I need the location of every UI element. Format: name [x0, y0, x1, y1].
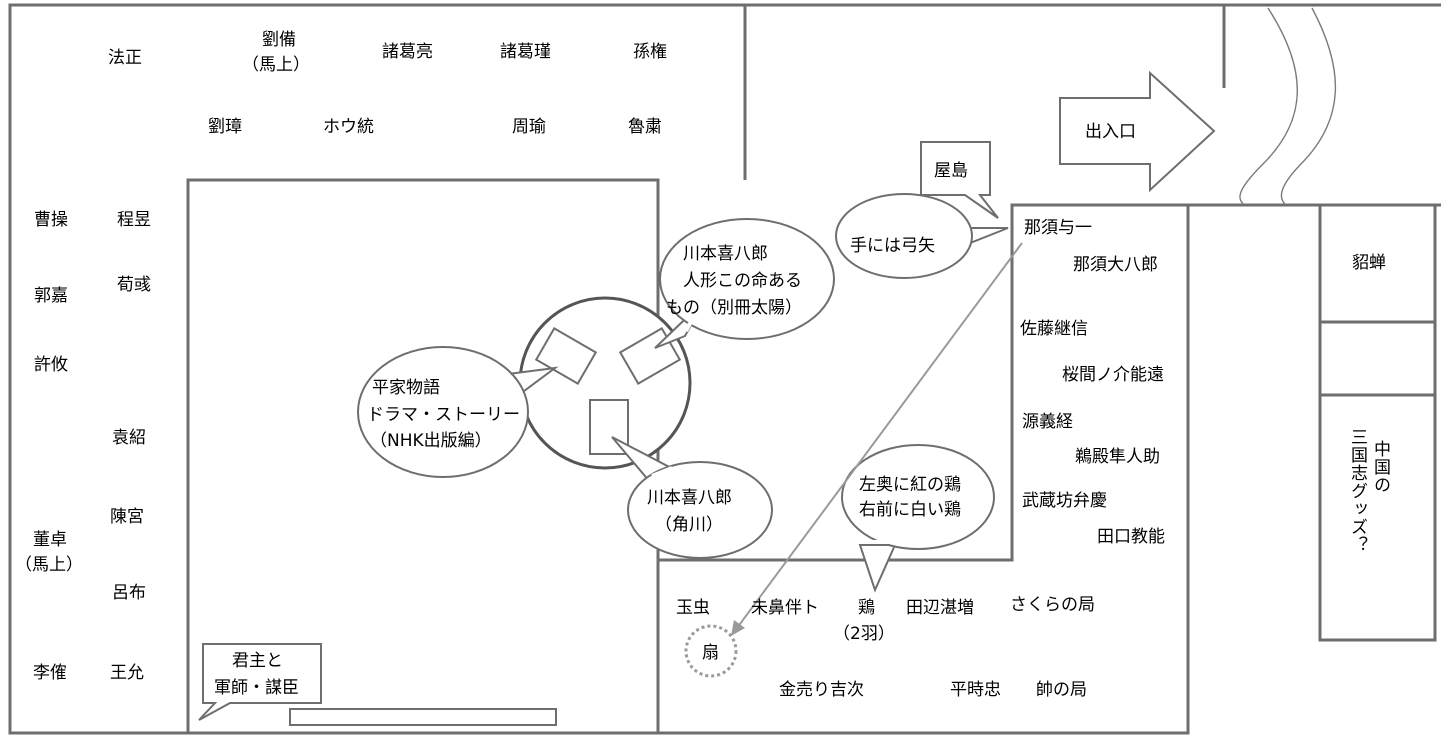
figure-kakuka: 郭嘉 — [34, 286, 68, 306]
figure-tottaku: 董卓 — [33, 530, 67, 550]
book-heike — [534, 327, 598, 385]
goods-shelf-labels: 貂蝉 中国の 三国志グッズ？ — [1347, 253, 1390, 554]
figure-kanauri: 金売り吉次 — [779, 680, 864, 700]
figure-chinkyu: 陳宮 — [110, 507, 144, 527]
callout-kawamoto-1-line1: 川本喜八郎 — [683, 244, 768, 264]
callout-yumiya-bubble — [835, 193, 973, 279]
fan-circle — [684, 624, 738, 678]
figure-houtou: ホウ統 — [323, 117, 374, 137]
figures-heike: 那須与一 那須大八郎 佐藤継信 桜間ノ介能遠 源義経 鵜殿隼人助 武蔵坊弁慶 田… — [676, 218, 1165, 700]
figure-shokatsuryo: 諸葛亮 — [382, 42, 433, 62]
figure-sakura: さくらの局 — [1010, 595, 1095, 615]
figure-rosyuku: 魯粛 — [628, 117, 662, 137]
fan-target: 扇 — [684, 624, 738, 678]
figure-taguchi: 田口教能 — [1097, 527, 1165, 547]
curtain-curves — [1239, 7, 1337, 206]
figure-sochi: 帥の局 — [1036, 680, 1087, 700]
callout-niwatori: 左奥に紅の鶏 右前に白い鶏 — [841, 444, 995, 593]
callout-yashima: 屋島 — [920, 141, 999, 219]
inner-room-wall — [186, 178, 660, 735]
figures-sangokushi: 法正 劉備 （馬上） 諸葛亮 諸葛瑾 孫権 劉璋 ホウ統 周瑜 魯粛 曹操 程昱… — [15, 30, 667, 683]
callout-kawamoto-2-line2: （角川） — [655, 515, 723, 535]
figure-ensho: 袁紹 — [112, 428, 146, 448]
callout-yashima-text: 屋島 — [934, 161, 968, 181]
entrance-label: 出入口 — [1085, 122, 1136, 142]
figure-sonken: 孫権 — [633, 42, 667, 62]
callout-heike-line1: 平家物語 — [372, 378, 440, 398]
callout-niwatori-bubble — [841, 444, 995, 550]
entrance-arrow: 出入口 — [1059, 70, 1216, 193]
figure-nasu-yoichi: 那須与一 — [1024, 218, 1092, 238]
callout-kawamoto-1-line2: 人形この命ある — [683, 271, 802, 291]
display-shelf — [1318, 203, 1437, 642]
heike-room-wall — [658, 203, 1190, 735]
figure-kyoyu: 許攸 — [34, 355, 68, 375]
figure-chousen: 貂蝉 — [1352, 253, 1386, 273]
curtain-curve-2 — [1280, 7, 1337, 206]
figure-minamoto-yoshitsune: 源義経 — [1022, 412, 1073, 432]
figure-shokatsukin: 諸葛瑾 — [500, 42, 551, 62]
callout-kawamoto-2: 川本喜八郎 （角川） — [611, 436, 773, 559]
callout-kawamoto-1-bubble — [659, 218, 835, 340]
figure-rikaku: 李傕 — [33, 663, 67, 683]
figure-sakuma: 桜間ノ介能遠 — [1062, 365, 1164, 385]
callout-yumiya: 手には弓矢 — [835, 193, 1009, 279]
callout-kunshu: 君主と 軍師・謀臣 — [198, 643, 322, 721]
callout-niwatori-line2: 右前に白い鶏 — [859, 500, 961, 520]
figure-sousou: 曹操 — [34, 210, 68, 230]
arrow-to-fan-head — [731, 620, 745, 636]
bench-bar — [289, 708, 557, 726]
callout-kawamoto-2-bubble — [627, 461, 773, 559]
goods-label-col1: 中国の — [1370, 440, 1390, 494]
figure-jun-iku: 荀彧 — [117, 275, 151, 295]
figure-shuyu: 周瑜 — [512, 117, 546, 137]
callout-kunshu-line2: 軍師・謀臣 — [214, 678, 299, 698]
callout-niwatori-tail — [858, 544, 897, 593]
arrow-to-fan-line — [736, 242, 1023, 629]
figure-ryusho: 劉璋 — [208, 117, 242, 137]
entrance-arrow-shape — [1059, 70, 1216, 193]
display-case — [518, 296, 692, 470]
callout-kawamoto-2-line1: 川本喜八郎 — [647, 488, 732, 508]
figure-udono: 鵜殿隼人助 — [1075, 447, 1160, 467]
figure-nasu-daihachiro: 那須大八郎 — [1073, 255, 1158, 275]
figure-ryofu: 呂布 — [112, 583, 146, 603]
callout-kunshu-line1: 君主と — [232, 651, 283, 671]
curtain-curve-1 — [1239, 7, 1298, 206]
callout-heike-line3: （NHK出版編） — [370, 431, 492, 451]
figure-mibana: 未鼻伴ト — [751, 598, 819, 618]
callout-kawamoto-1: 川本喜八郎 人形この命ある もの（別冊太陽） — [654, 218, 835, 349]
figure-hosei: 法正 — [108, 48, 142, 68]
callout-kunshu-box — [198, 643, 322, 721]
figure-ouin: 王允 — [110, 663, 144, 683]
callout-heike: 平家物語 ドラマ・ストーリー （NHK出版編） — [357, 346, 559, 478]
figure-niwatori: 鶏 — [858, 598, 875, 618]
callout-yashima-box — [920, 141, 999, 219]
callout-kawamoto-1-line3: もの（別冊太陽） — [666, 298, 802, 318]
callout-heike-bubble — [357, 346, 529, 478]
figure-benkei: 武蔵坊弁慶 — [1022, 491, 1107, 511]
figure-tamamushi: 玉虫 — [676, 598, 710, 618]
figure-ryubi-bajo: （馬上） — [242, 55, 310, 75]
goods-label-col2: 三国志グッズ？ — [1347, 428, 1368, 554]
figure-ryubi: 劉備 — [262, 30, 296, 50]
figure-tanabe: 田辺湛増 — [906, 598, 974, 618]
callout-heike-line2: ドラマ・ストーリー — [367, 405, 520, 425]
callout-niwatori-line1: 左奥に紅の鶏 — [859, 475, 961, 495]
figure-sato-tsuginobu: 佐藤継信 — [1020, 319, 1088, 339]
figure-tottaku-bajo: （馬上） — [15, 555, 83, 575]
room-walls — [8, 3, 1441, 735]
callout-yumiya-text: 手には弓矢 — [850, 236, 935, 256]
arrow-to-fan — [731, 242, 1023, 636]
figure-niwatori-count: （2羽） — [833, 624, 895, 644]
figure-teiiku: 程昱 — [117, 210, 151, 230]
figure-tokitada: 平時忠 — [950, 680, 1001, 700]
fan-label: 扇 — [702, 643, 719, 663]
